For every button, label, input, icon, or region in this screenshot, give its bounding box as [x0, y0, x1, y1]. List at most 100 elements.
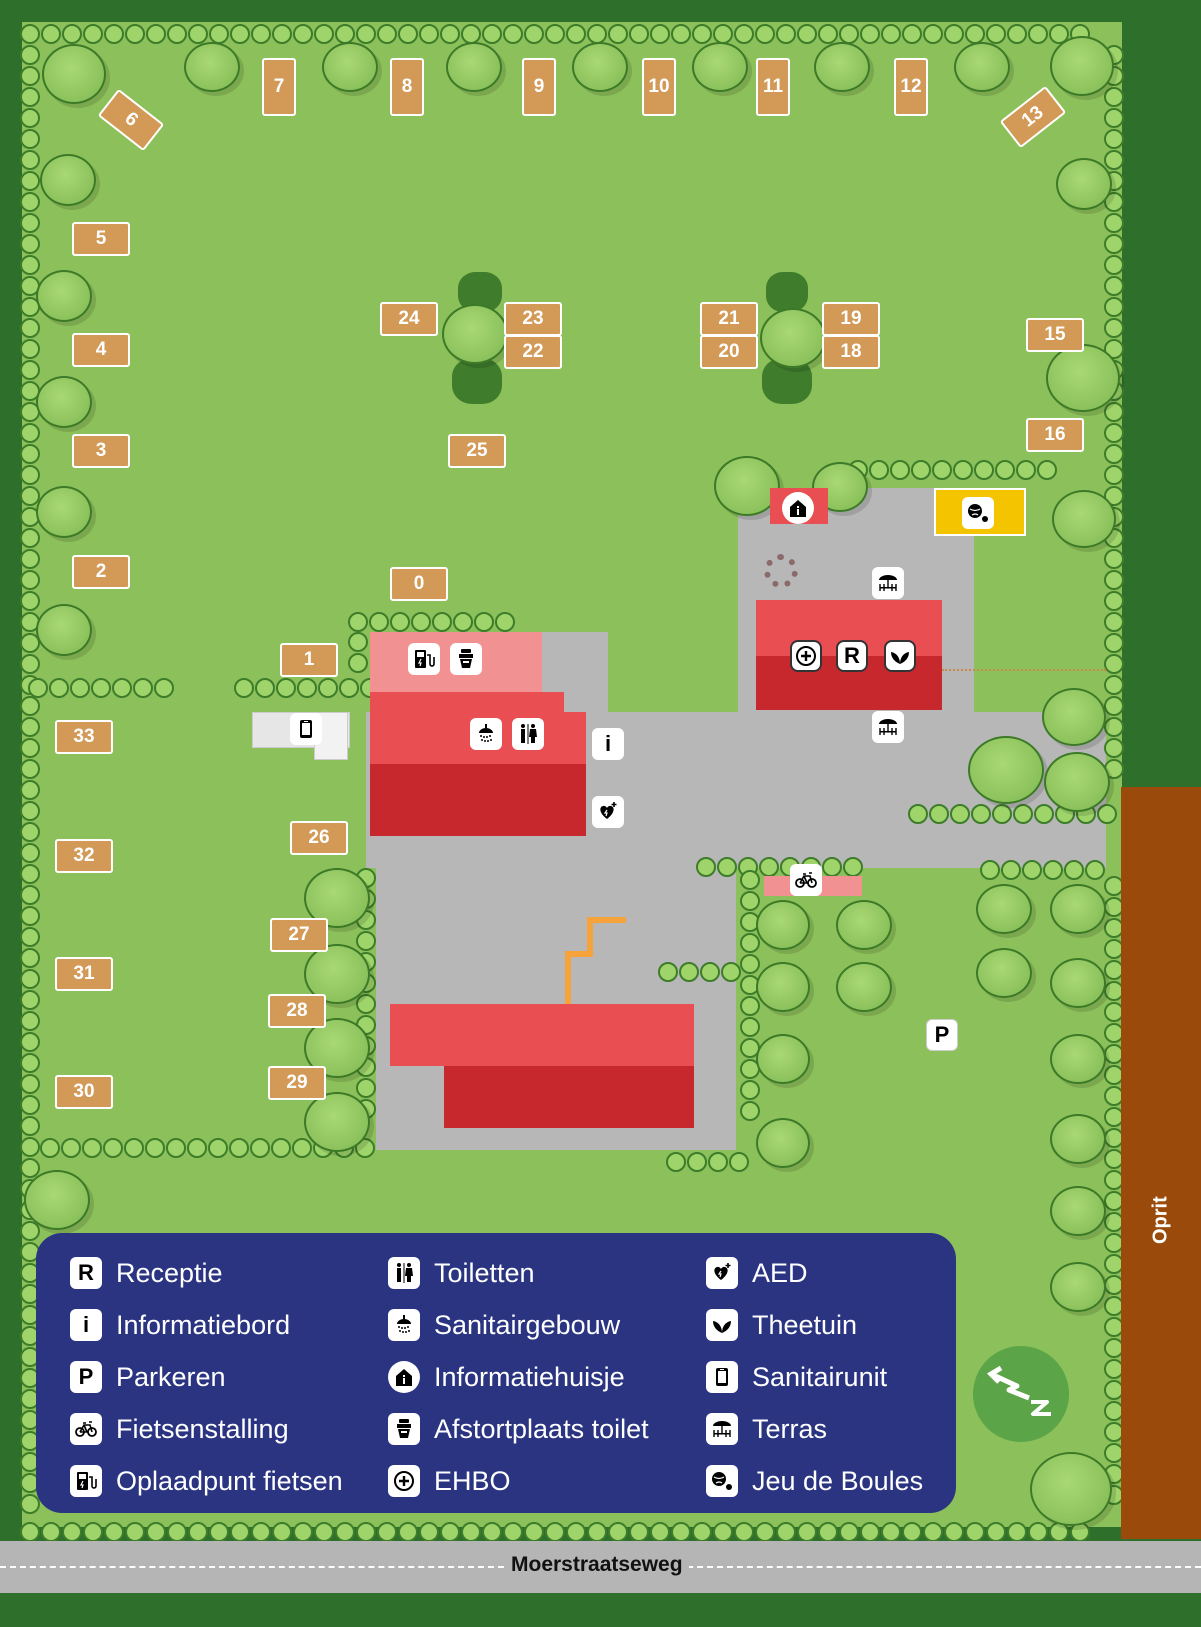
tree	[1050, 1034, 1106, 1084]
hedge	[740, 870, 760, 1121]
legend-label: AED	[752, 1257, 808, 1288]
bush	[766, 272, 808, 312]
legend-label: Receptie	[116, 1257, 223, 1288]
hedge	[658, 962, 741, 982]
north-arrow-icon	[986, 1365, 1051, 1416]
tree	[954, 42, 1010, 92]
pitch-19[interactable]: 19	[822, 302, 880, 336]
main-building-roof	[390, 1004, 694, 1066]
pitch-10[interactable]: 10	[642, 58, 676, 116]
tree	[1050, 1186, 1106, 1236]
pitch-24[interactable]: 24	[380, 302, 438, 336]
pitch-28[interactable]: 28	[268, 994, 326, 1028]
pitch-4[interactable]: 4	[72, 333, 130, 367]
parking-icon[interactable]: P	[926, 1019, 958, 1051]
legend-label: Toiletten	[434, 1257, 535, 1288]
pitch-20[interactable]: 20	[700, 335, 758, 369]
first-aid-icon[interactable]	[790, 640, 822, 672]
information-house-icon[interactable]	[782, 492, 814, 524]
information-board-icon: i	[70, 1309, 102, 1341]
reception-icon[interactable]: R	[836, 640, 868, 672]
legend-label: Afstortplaats toilet	[434, 1413, 649, 1444]
tree	[24, 1170, 90, 1230]
path-stairs	[565, 917, 626, 1004]
pitch-11[interactable]: 11	[756, 58, 790, 116]
pitch-3[interactable]: 3	[72, 434, 130, 468]
chemical-toilet-disposal-icon[interactable]	[450, 643, 482, 675]
pitch-8[interactable]: 8	[390, 58, 424, 116]
sanitary-unit-icon	[706, 1361, 738, 1393]
pitch-29[interactable]: 29	[268, 1066, 326, 1100]
legend-label: Sanitairgebouw	[434, 1309, 621, 1340]
shower-icon[interactable]	[470, 718, 502, 750]
bush	[452, 358, 502, 404]
legend-label: Parkeren	[116, 1361, 226, 1392]
tree	[36, 486, 92, 538]
hedge	[234, 678, 380, 698]
first-aid-icon	[388, 1465, 420, 1497]
bicycle-parking-icon[interactable]	[790, 864, 822, 896]
legend-label: Sanitairunit	[752, 1361, 888, 1392]
pitch-30[interactable]: 30	[55, 1075, 113, 1109]
bicycle-parking-icon	[70, 1413, 102, 1445]
tea-garden-icon[interactable]	[884, 640, 916, 672]
legend-label: Informatiehuisje	[434, 1361, 625, 1392]
pitch-1[interactable]: 1	[280, 643, 338, 677]
charging-point-icon[interactable]	[408, 643, 440, 675]
sanitary-unit-icon[interactable]	[290, 713, 322, 745]
terrace-icon[interactable]	[872, 711, 904, 743]
jeu-de-boules-icon[interactable]	[962, 497, 994, 529]
pitch-22[interactable]: 22	[504, 335, 562, 369]
aed-icon	[706, 1257, 738, 1289]
pitch-23[interactable]: 23	[504, 302, 562, 336]
pitch-25[interactable]: 25	[448, 434, 506, 468]
informatiebord-icon[interactable]: i	[592, 728, 624, 760]
tree	[1050, 1114, 1106, 1164]
pitch-0[interactable]: 0	[390, 567, 448, 601]
tree	[1050, 958, 1106, 1008]
hedge	[40, 1138, 375, 1158]
legend-label: Jeu de Boules	[752, 1465, 924, 1496]
legend-item-toiletten: Toiletten	[388, 1257, 535, 1289]
pitch-26[interactable]: 26	[290, 821, 348, 855]
tea-garden-icon	[706, 1309, 738, 1341]
street-name: Moerstraatseweg	[505, 1553, 689, 1577]
pitch-32[interactable]: 32	[55, 839, 113, 873]
pitch-33[interactable]: 33	[55, 720, 113, 754]
legend-item-ehbo: EHBO	[388, 1465, 511, 1497]
hedge	[848, 460, 1057, 480]
hedge	[980, 860, 1105, 880]
pitch-21[interactable]: 21	[700, 302, 758, 336]
chemical-toilet-disposal-icon	[388, 1413, 420, 1445]
sanitation-building-roof-shade	[370, 764, 586, 836]
tree	[36, 604, 92, 656]
legend-item-informatiebord: i Informatiebord	[70, 1309, 290, 1341]
pitch-27[interactable]: 27	[270, 918, 328, 952]
pitch-12[interactable]: 12	[894, 58, 928, 116]
pitch-16[interactable]: 16	[1026, 418, 1084, 452]
aed-icon[interactable]	[592, 796, 624, 828]
pitch-2[interactable]: 2	[72, 555, 130, 589]
campfire	[764, 554, 798, 588]
tree	[36, 270, 92, 322]
pitch-15[interactable]: 15	[1026, 318, 1084, 352]
legend-item-jeu-de-boules: Jeu de Boules	[706, 1465, 923, 1497]
pitch-9[interactable]: 9	[522, 58, 556, 116]
tree	[1044, 752, 1110, 812]
toilets-icon[interactable]	[512, 718, 544, 750]
tree	[836, 900, 892, 950]
tree	[1050, 36, 1114, 96]
terrace-icon[interactable]	[872, 567, 904, 599]
tree	[692, 42, 748, 92]
pitch-18[interactable]: 18	[822, 335, 880, 369]
terrace-icon	[706, 1413, 738, 1445]
tree	[442, 304, 508, 364]
tree	[756, 900, 810, 950]
pitch-7[interactable]: 7	[262, 58, 296, 116]
tree	[572, 42, 628, 92]
pitch-31[interactable]: 31	[55, 957, 113, 991]
tree	[1042, 688, 1106, 746]
pitch-5[interactable]: 5	[72, 222, 130, 256]
driveway-label: Oprit	[1149, 1196, 1172, 1244]
